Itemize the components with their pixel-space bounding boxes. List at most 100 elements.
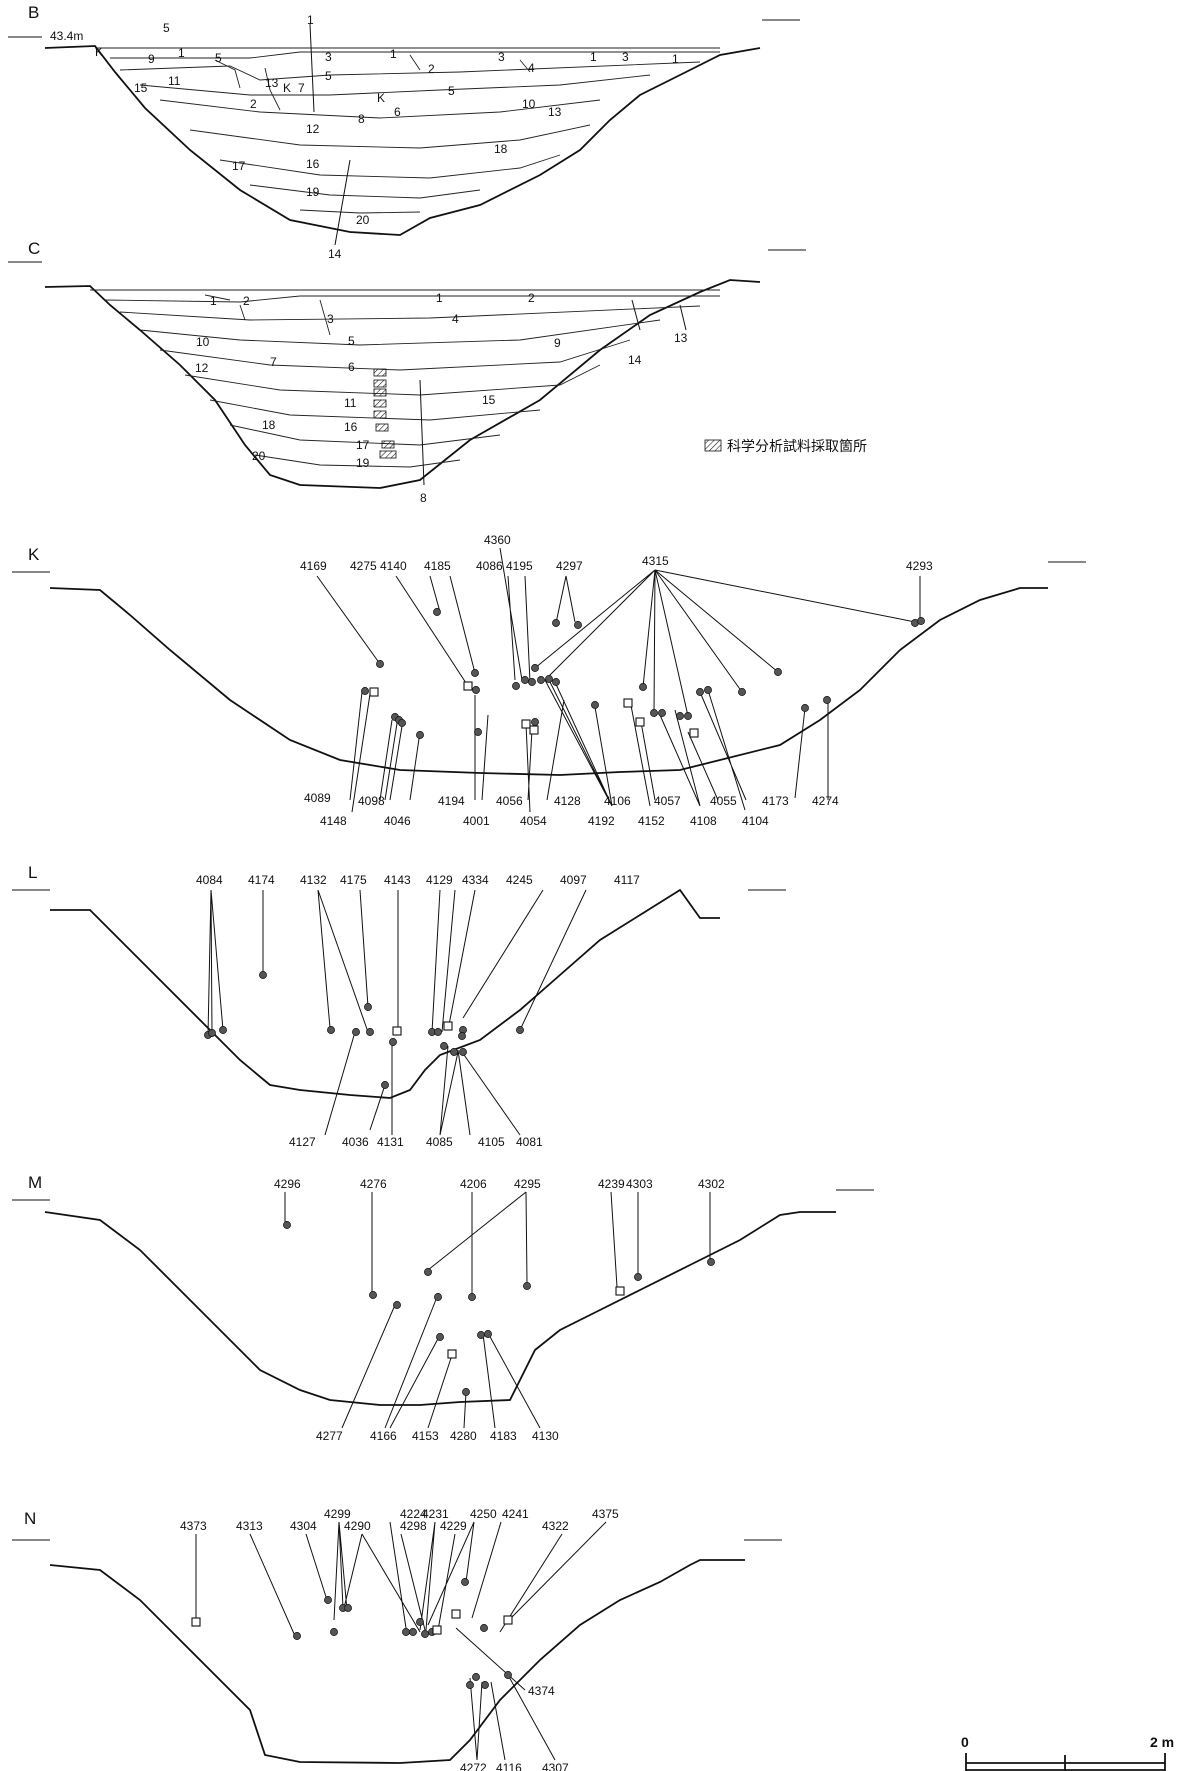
layer-label: 5 [215,51,222,65]
section-k-leaders [316,547,921,813]
find-number: 4231 [422,1507,449,1521]
find-number: 4131 [377,1135,404,1149]
find-number: 4130 [532,1429,559,1443]
scale-bar: 0 2 m [961,1734,1174,1771]
layer-label: 10 [522,97,536,111]
find-number: 4089 [304,791,331,805]
layer-label: 17 [232,159,246,173]
find-dot [208,1029,216,1037]
section-n: N 4299 4224 4231 4250 4241 4375 4373 431… [12,1507,782,1771]
layer-label: 15 [134,81,148,95]
find-number: 4108 [690,814,717,828]
scale-ruler [965,1753,1166,1771]
layer-label: 2 [250,97,257,111]
find-dot [591,701,599,709]
find-number: 4036 [342,1135,369,1149]
find-number: 4360 [484,533,511,547]
find-number: 4297 [556,559,583,573]
layer-label: 12 [306,122,320,136]
find-dot [531,664,539,672]
find-number: 4296 [274,1177,301,1191]
find-number: 4001 [463,814,490,828]
find-number: 4195 [506,559,533,573]
find-dot [823,696,831,704]
find-number: 4085 [426,1135,453,1149]
layer-label: 16 [306,157,320,171]
find-dot [459,1048,467,1056]
find-dot [462,1388,470,1396]
find-dot [466,1681,474,1689]
find-dot [484,1330,492,1338]
find-dot [545,675,553,683]
section-c-leader-14 [631,299,641,331]
section-b-leader-14 [334,159,351,246]
find-number: 4117 [614,873,640,887]
find-number: 4185 [424,559,451,573]
layer-label: 1 [307,13,314,27]
legend: 科学分析試料採取箇所 [704,438,867,454]
elevation-label: 43.4m [50,29,83,43]
layer-label: 19 [306,185,320,199]
layer-label: 6 [348,360,355,374]
section-c-profile [44,279,761,489]
find-dot [361,687,369,695]
find-dot [283,1221,291,1229]
find-dot [381,1081,389,1089]
section-b-label: B [28,3,39,22]
find-dot [477,1331,485,1339]
section-k-label: K [28,545,40,564]
find-dot [528,678,536,686]
layer-label: 2 [528,291,535,305]
sample-square [451,1609,461,1619]
layer-label: 5 [348,334,355,348]
layer-label: 14 [628,353,642,367]
find-number: 4046 [384,814,411,828]
layer-label: 4 [528,61,535,75]
find-dot [461,1578,469,1586]
sample-square [447,1349,457,1359]
find-number: 4132 [300,873,327,887]
find-number: 4153 [412,1429,439,1443]
layer-label: 1 [436,291,443,305]
find-dot [676,712,684,720]
sample-square [503,1615,513,1625]
find-dot [416,731,424,739]
section-k: K [12,533,1086,828]
find-number: 4173 [762,794,789,808]
sample-hatch [373,388,387,397]
scale-max: 2 m [1150,1734,1174,1750]
find-dot [639,683,647,691]
layer-label: 1 [178,46,185,60]
section-m-leaders [284,1191,711,1429]
layer-label: 3 [498,50,505,64]
find-dot [393,1301,401,1309]
find-dot [409,1628,417,1636]
section-c-leader-8 [419,379,425,486]
layer-label: 5 [325,69,332,83]
find-number: 4054 [520,814,547,828]
layer-label: 20 [252,449,266,463]
find-dot [458,1032,466,1040]
find-number: 4375 [592,1507,619,1521]
find-dot [480,1624,488,1632]
layer-label: 15 [482,393,496,407]
section-n-profile [49,1559,745,1764]
section-c-layer-lines [90,289,720,468]
find-dot [376,660,384,668]
layer-label: K [95,45,103,59]
find-number: 4229 [440,1519,467,1533]
find-dot [634,1273,642,1281]
find-number: 4127 [289,1135,316,1149]
layer-label: 2 [428,62,435,76]
find-number: 4081 [516,1135,543,1149]
find-number: 4290 [344,1519,371,1533]
find-number: 4174 [248,873,275,887]
section-l: L 4084 4174 4132 4175 4143 4129 4334 424… [12,863,786,1149]
section-c-leader-13 [679,304,687,331]
find-dot [421,1630,429,1638]
layer-label: 3 [622,50,629,64]
section-k-profile [49,587,1048,776]
sample-square [521,719,531,729]
layer-label: 17 [356,438,370,452]
find-dot [434,1293,442,1301]
